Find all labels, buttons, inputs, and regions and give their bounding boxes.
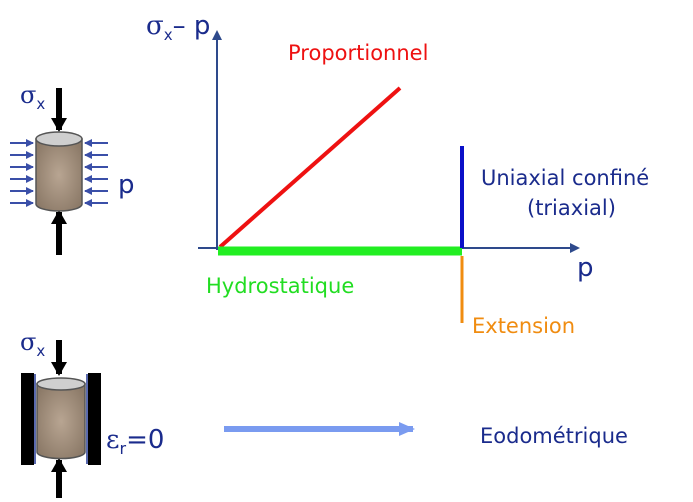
eodometric-label: Eodométrique: [480, 424, 628, 448]
oedometer-wall-right: [88, 373, 101, 465]
uniaxial-label-line1: Uniaxial confiné: [481, 166, 649, 190]
oedometer-soil-cylinder: [36, 383, 86, 460]
soil-cylinder: [35, 138, 83, 212]
confining-arrows-right: [84, 139, 108, 207]
y-axis-label: σx– p: [146, 11, 210, 44]
uniaxial-label-line2: (triaxial): [527, 196, 616, 220]
oedometer-specimen: σx εr=0: [20, 328, 164, 498]
x-axis-label: p: [577, 253, 594, 283]
proportional-path: [218, 86, 402, 249]
proportional-label: Proportionnel: [288, 41, 428, 65]
oedometer-soil-top: [36, 377, 86, 391]
confining-pressure-label: p: [118, 170, 135, 200]
oedometer-wall-left: [21, 373, 34, 465]
top-sigma-label: σx: [20, 81, 45, 113]
soil-cylinder-top: [35, 131, 83, 147]
triaxial-specimen: σx p: [10, 81, 135, 255]
radial-strain-label: εr=0: [106, 425, 164, 458]
bottom-sigma-label: σx: [20, 328, 45, 360]
confining-arrows-left: [10, 139, 34, 207]
hydrostatic-label: Hydrostatique: [206, 274, 354, 298]
extension-label: Extension: [472, 314, 575, 338]
